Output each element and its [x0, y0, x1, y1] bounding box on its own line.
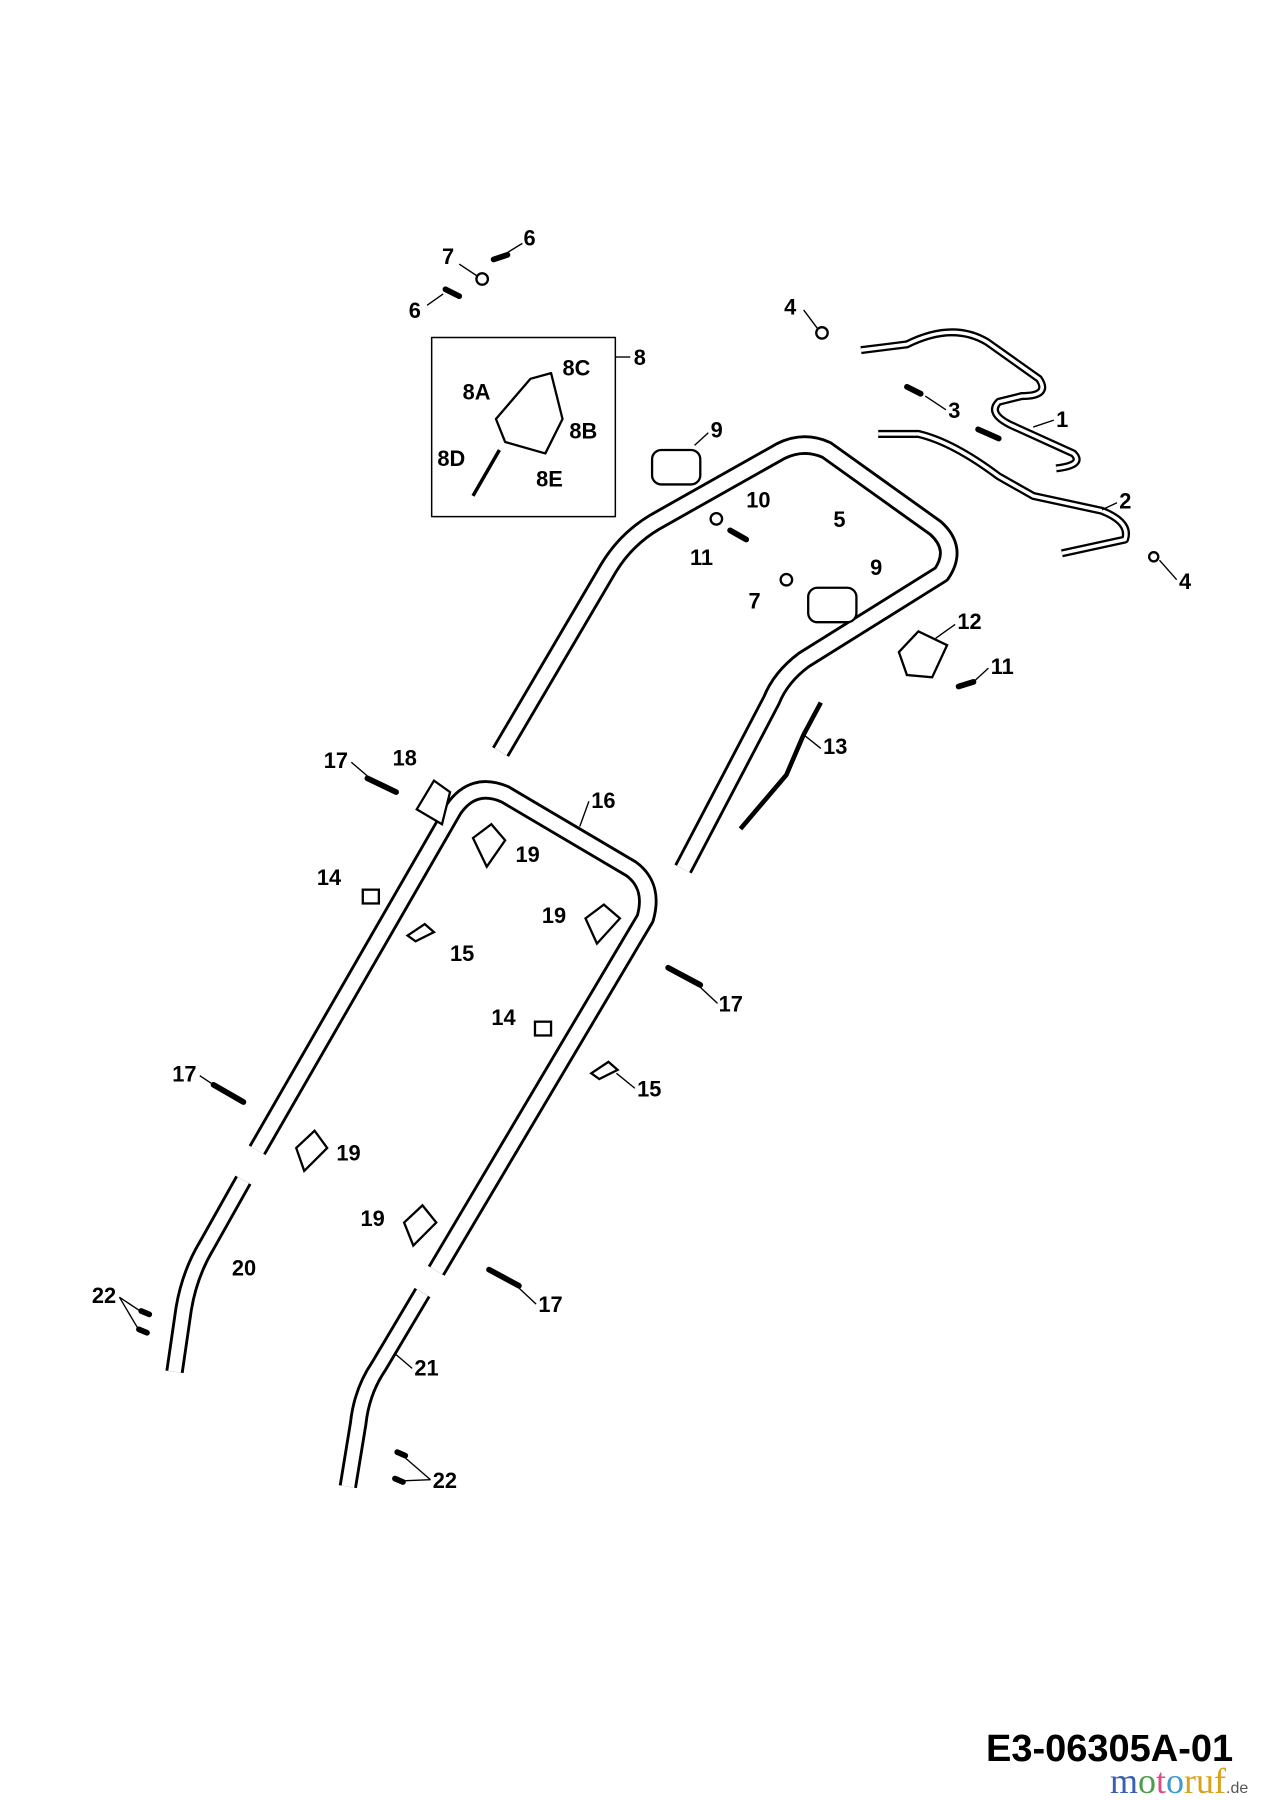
callout: 4 — [1179, 569, 1191, 594]
part-8-detail-box — [430, 336, 617, 518]
nut-part-14 — [361, 888, 381, 905]
bracket-part-12 — [897, 629, 949, 679]
lower-tube-part-20 — [165, 1175, 252, 1374]
callout: 17 — [538, 1292, 562, 1317]
callout: 3 — [948, 398, 960, 423]
callout: 6 — [409, 298, 421, 323]
callout: 15 — [450, 941, 474, 966]
nut-part-14 — [533, 1020, 553, 1037]
callout: 8B — [569, 419, 597, 444]
callout: 8A — [463, 379, 491, 404]
callout: 11 — [991, 654, 1014, 679]
knob-part-19 — [402, 1203, 438, 1248]
control-rod-part-2 — [878, 429, 1130, 558]
clamp-part-9 — [650, 448, 702, 486]
leader-lines — [118, 242, 1178, 1482]
callout: 8D — [437, 446, 465, 471]
watermark-logo: motoruf.de — [1110, 1761, 1249, 1800]
knob-part-19 — [584, 903, 622, 946]
callout: 4 — [784, 295, 796, 320]
callout: 18 — [393, 746, 417, 771]
callout: 9 — [711, 417, 723, 442]
callout: 2 — [1119, 489, 1131, 514]
callout: 14 — [491, 1005, 515, 1030]
callout: 17 — [719, 991, 743, 1016]
callout: 9 — [870, 555, 882, 580]
callout: 11 — [690, 545, 713, 570]
callout: 19 — [360, 1206, 384, 1231]
callout: 20 — [232, 1255, 256, 1280]
hardware-parts — [294, 272, 1160, 1248]
callout: 1 — [1056, 407, 1068, 432]
callout: 8C — [563, 355, 591, 380]
callout: 16 — [591, 788, 615, 813]
callout: 6 — [524, 226, 536, 251]
callout: 10 — [746, 487, 770, 512]
lower-handle-part-16 — [248, 780, 658, 1276]
callout: 7 — [749, 588, 761, 613]
callout: 19 — [542, 903, 566, 928]
callout: 7 — [442, 244, 454, 269]
lever-part-8 — [494, 371, 564, 455]
bracket-part-18 — [415, 778, 452, 827]
drawing-code: E3-06305A-01 — [986, 1728, 1234, 1770]
callout: 17 — [172, 1061, 196, 1086]
lower-tube-part-21 — [338, 1287, 431, 1489]
knob-part-19 — [471, 822, 507, 869]
callout: 22 — [433, 1468, 457, 1493]
washer-part-15 — [405, 922, 437, 943]
cable-part-13 — [738, 701, 823, 831]
callout: 8 — [634, 345, 646, 370]
callout: 5 — [833, 507, 845, 532]
bolts — [136, 251, 1002, 1485]
callout: 8E — [536, 467, 563, 492]
callout: 19 — [515, 842, 539, 867]
clamp-part-9 — [807, 586, 858, 624]
control-rod-part-1 — [860, 328, 1081, 473]
callouts: 6 7 6 8 8C 8A 8B 8D 8E 4 3 1 9 10 5 2 11… — [92, 226, 1191, 1493]
callout: 22 — [92, 1283, 116, 1308]
callout: 14 — [317, 865, 341, 890]
callout: 17 — [324, 748, 348, 773]
upper-handle-part-5 — [492, 435, 959, 874]
knob-part-19 — [294, 1129, 329, 1174]
callout: 13 — [823, 734, 847, 759]
callout: 15 — [637, 1076, 661, 1101]
callout: 12 — [957, 609, 981, 634]
washer-part-15 — [589, 1060, 620, 1081]
callout: 19 — [336, 1141, 360, 1166]
callout: 21 — [414, 1355, 438, 1380]
